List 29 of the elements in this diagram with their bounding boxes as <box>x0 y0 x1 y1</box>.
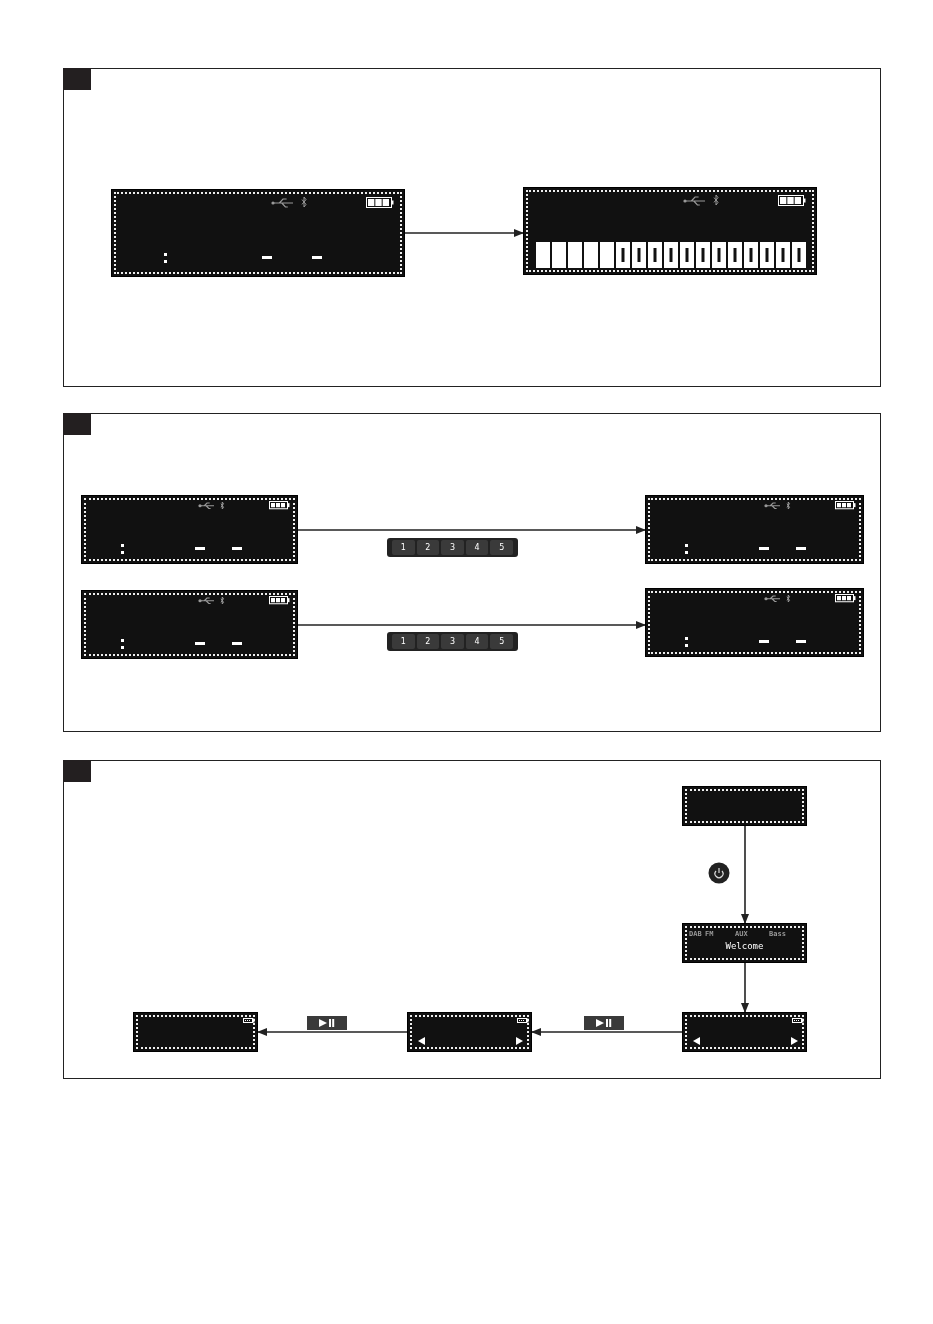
lcd-display <box>133 1012 258 1052</box>
arrow <box>531 1028 683 1036</box>
arrow <box>257 1028 408 1036</box>
lcd-display <box>81 495 298 564</box>
lcd-display <box>682 1012 807 1052</box>
lcd-display <box>682 786 807 826</box>
lcd-display <box>523 187 817 275</box>
arrow <box>297 621 646 629</box>
preset-key: 2 <box>416 634 440 649</box>
preset-key: 3 <box>441 540 464 555</box>
preset-key: 1 <box>392 540 415 555</box>
lcd-display <box>81 590 298 659</box>
preset-key: 4 <box>465 540 489 555</box>
lcd-display <box>407 1012 532 1052</box>
lcd-message: Welcome <box>724 941 765 952</box>
preset-key: 4 <box>465 634 489 649</box>
preset-key: 5 <box>490 540 513 555</box>
preset-key: 3 <box>441 634 464 649</box>
arrow <box>741 825 749 924</box>
preset-key: 2 <box>416 540 440 555</box>
lcd-display <box>682 923 807 963</box>
preset-key: 5 <box>490 634 513 649</box>
arrow <box>741 962 749 1013</box>
lcd-display <box>645 588 864 657</box>
preset-key: 1 <box>392 634 415 649</box>
arrow <box>297 526 646 534</box>
lcd-display <box>111 189 405 277</box>
lcd-display <box>645 495 864 564</box>
arrow <box>404 229 524 237</box>
